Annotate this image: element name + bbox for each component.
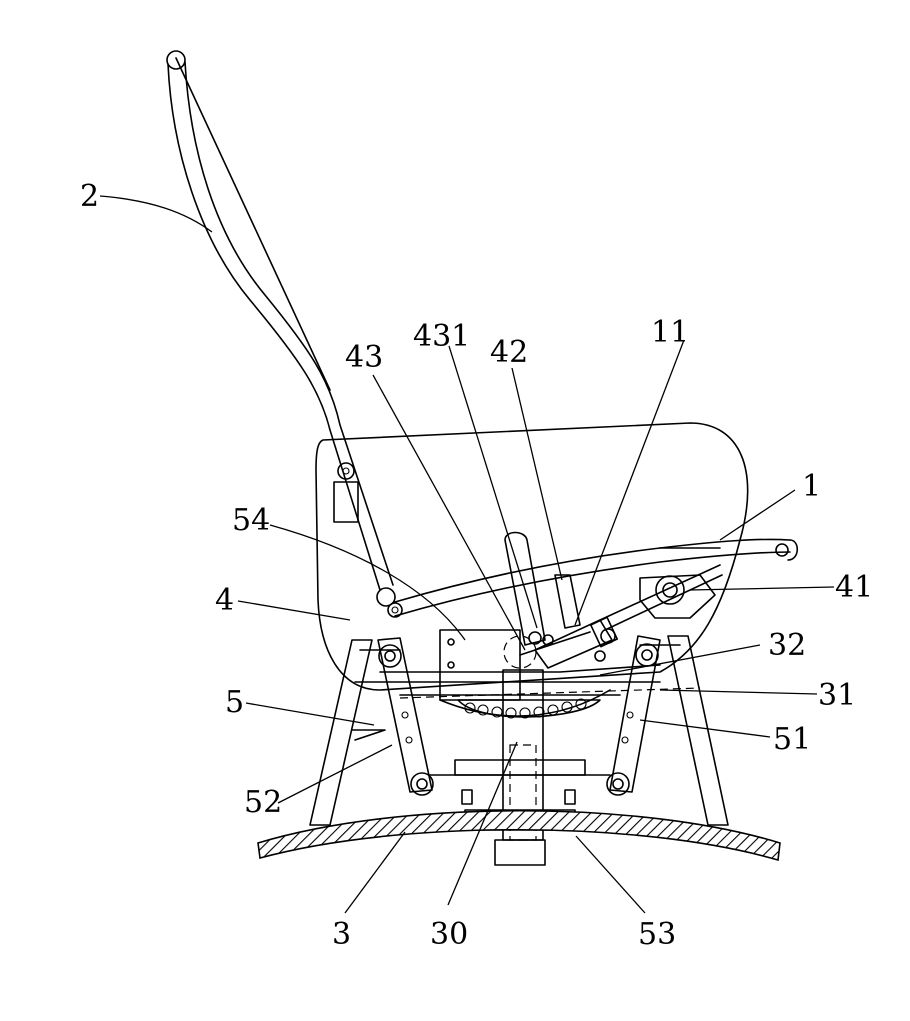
label-30: 30 <box>430 917 468 952</box>
label-1: 1 <box>802 469 821 504</box>
label-32: 32 <box>768 628 806 663</box>
label-52: 52 <box>244 785 282 820</box>
label-51: 51 <box>773 722 811 757</box>
base-plate <box>257 809 781 862</box>
label-41: 41 <box>835 570 873 605</box>
cross-bars <box>354 664 701 719</box>
label-43: 43 <box>345 340 383 375</box>
reference-labels: 2 1 41 11 42 431 43 54 4 32 31 5 51 52 3… <box>80 179 873 952</box>
base-frame <box>309 635 729 826</box>
label-5: 5 <box>225 685 244 720</box>
label-3: 3 <box>332 917 351 952</box>
label-31: 31 <box>818 678 856 713</box>
label-11: 11 <box>651 315 689 350</box>
label-53: 53 <box>638 917 676 952</box>
label-42: 42 <box>490 335 528 370</box>
adjust-mechanism <box>439 531 723 701</box>
lever-arm <box>394 538 799 617</box>
linkages <box>351 635 661 796</box>
label-431: 431 <box>413 319 470 354</box>
label-2: 2 <box>80 179 99 214</box>
label-4: 4 <box>215 583 234 618</box>
label-54: 54 <box>232 503 270 538</box>
backrest <box>166 50 403 618</box>
leader-lines <box>99 195 835 914</box>
